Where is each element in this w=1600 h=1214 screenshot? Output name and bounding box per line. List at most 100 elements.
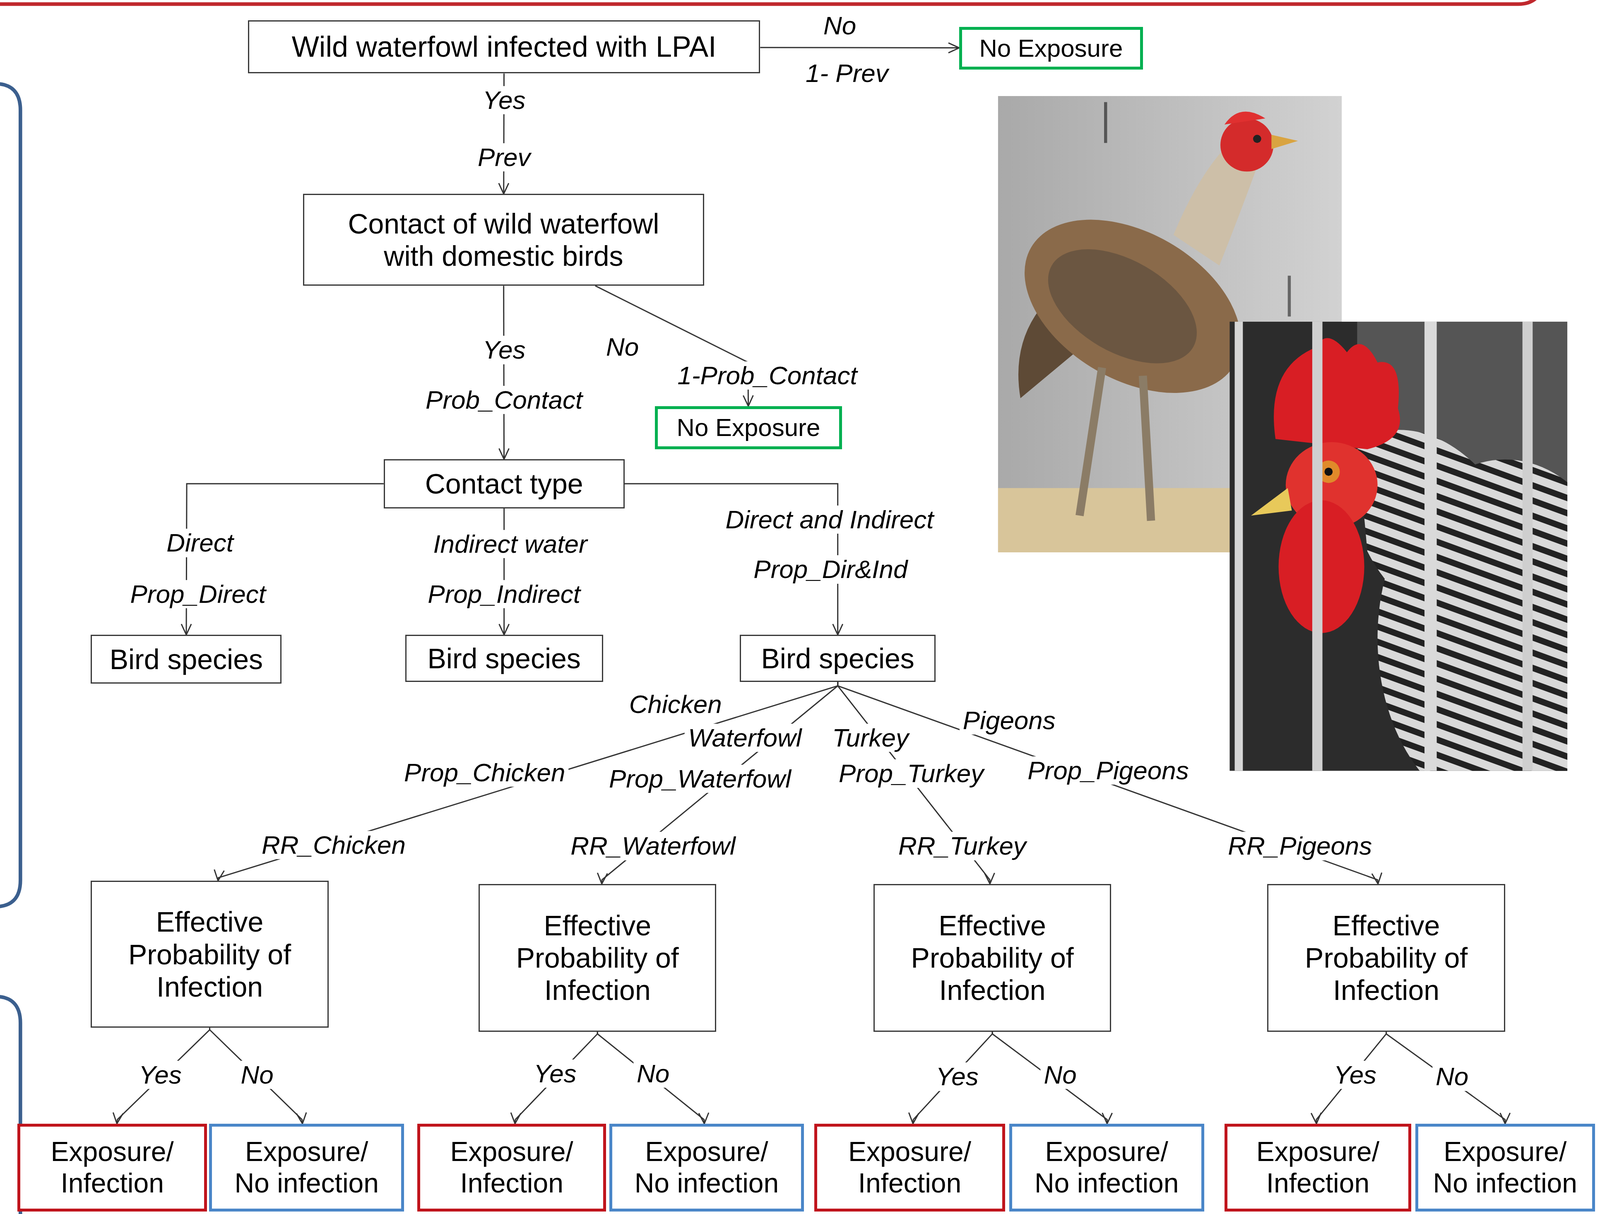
node-text: Effective Probability of Infection (489, 909, 705, 1007)
arrowhead (984, 872, 995, 884)
edge-label: Direct and Indirect (721, 505, 937, 534)
edge-label: Chicken (625, 690, 726, 719)
connector-line (760, 46, 960, 49)
edge-label: Yes (932, 1062, 982, 1091)
probability-label: RR_Pigeons (1224, 831, 1376, 860)
infection-outcome-box: Exposure/ Infection (814, 1123, 1006, 1212)
node-text: Effective Probability of Infection (1278, 909, 1494, 1007)
probability-label: Prop_Waterfowl (605, 764, 795, 793)
edge-label: Indirect water (429, 529, 591, 559)
arrowhead (698, 1112, 709, 1124)
connector-line (597, 1031, 705, 1124)
connector (597, 1031, 709, 1124)
node-text: Exposure/ No infection (1428, 1135, 1583, 1199)
connector-line (218, 681, 838, 881)
probability-label: Prop_Pigeons (1024, 756, 1193, 785)
no-exposure-box: No Exposure (654, 406, 842, 450)
node-text: Exposure/ Infection (33, 1135, 191, 1199)
node-text: Bird species (427, 642, 581, 675)
connector (214, 681, 838, 881)
connector (1311, 1031, 1386, 1124)
connector (992, 1031, 1112, 1124)
connector-line (502, 285, 505, 460)
edge-label: No (633, 1059, 673, 1088)
node-text: Wild waterfowl infected with LPAI (291, 30, 717, 64)
connector (209, 1027, 307, 1124)
rooster-beak (1251, 488, 1293, 516)
infection-outcome-box: Exposure/ Infection (17, 1123, 207, 1212)
node-text: Contact of wild waterfowl with domestic … (337, 207, 669, 272)
hen-legs (1079, 367, 1152, 521)
no-infection-outcome-box: Exposure/ No infection (1009, 1123, 1205, 1212)
arrowhead (1311, 1112, 1321, 1124)
connector-line (116, 1027, 210, 1124)
rooster-comb (1273, 337, 1401, 450)
node-text: Exposure/ Infection (830, 1135, 989, 1199)
no-infection-outcome-box: Exposure/ No infection (609, 1123, 805, 1212)
connector-line (1316, 1031, 1387, 1124)
arrowhead (597, 872, 608, 884)
cage-bar (1424, 321, 1437, 771)
connector-line (186, 483, 384, 635)
connector-line (1386, 1031, 1506, 1124)
probability-label: 1- Prev (802, 59, 892, 88)
edge-label: Direct (163, 528, 237, 557)
arrowhead (1371, 872, 1382, 884)
probability-label: Prob_Contact (422, 385, 586, 414)
probability-label: RR_Waterfowl (567, 831, 739, 860)
infection-outcome-box: Exposure/ Infection (417, 1123, 607, 1212)
process-box: Effective Probability of Infection (478, 883, 717, 1032)
edge-label: Yes (479, 335, 529, 364)
edge-label: Pigeons (959, 706, 1059, 735)
arrowhead (1102, 1112, 1113, 1124)
connector-line (209, 1027, 303, 1124)
rooster-pupil (1324, 467, 1333, 476)
process-box: Bird species (405, 634, 604, 682)
probability-label: RR_Chicken (258, 830, 410, 859)
infection-outcome-box: Exposure/ Infection (1224, 1123, 1412, 1212)
edge-label: No (1040, 1060, 1080, 1089)
hen-head (1220, 118, 1274, 172)
connector (760, 43, 960, 53)
connector (181, 483, 384, 635)
panel-border (0, 83, 21, 907)
process-box: Effective Probability of Infection (1267, 883, 1505, 1032)
cage-bar (1522, 321, 1533, 771)
arrowhead (510, 1112, 521, 1124)
connector-line (514, 1031, 598, 1124)
arrowhead (908, 1112, 919, 1124)
edge-label: Yes (530, 1059, 580, 1088)
edge-label: No (237, 1060, 277, 1089)
arrowhead (498, 182, 509, 194)
arrowhead (498, 448, 509, 460)
edge-label: Turkey (828, 723, 912, 752)
arrowhead (214, 869, 225, 881)
cage-bar (1234, 321, 1244, 771)
probability-label: RR_Turkey (895, 831, 1030, 860)
process-box: Wild waterfowl infected with LPAI (247, 20, 761, 74)
probability-label: Prop_Turkey (835, 759, 987, 788)
process-box: Effective Probability of Infection (90, 880, 329, 1028)
rooster-photo (1229, 321, 1568, 771)
connector-line (992, 1031, 1107, 1124)
process-box: Contact type (383, 459, 625, 508)
probability-label: Prop_Direct (127, 579, 270, 608)
cage-bar (1312, 321, 1323, 771)
edge-label: Yes (1330, 1060, 1380, 1089)
connector (510, 1031, 598, 1124)
connector (113, 1027, 210, 1124)
probability-label: Prev (474, 143, 534, 172)
arrowhead (832, 623, 843, 635)
arrowhead (743, 395, 754, 407)
node-text: Exposure/ No infection (627, 1135, 786, 1199)
connector-line (503, 508, 505, 636)
node-text: Exposure/ No infection (228, 1135, 386, 1199)
hen-beak (1271, 134, 1298, 150)
connector (498, 285, 509, 460)
no-infection-outcome-box: Exposure/ No infection (1415, 1123, 1596, 1212)
node-text: Effective Probability of Infection (101, 905, 318, 1003)
process-box: Effective Probability of Infection (873, 883, 1112, 1032)
probability-label: 1-Prob_Contact (673, 361, 861, 390)
connector (1386, 1031, 1511, 1124)
edge-label: Yes (479, 85, 529, 114)
